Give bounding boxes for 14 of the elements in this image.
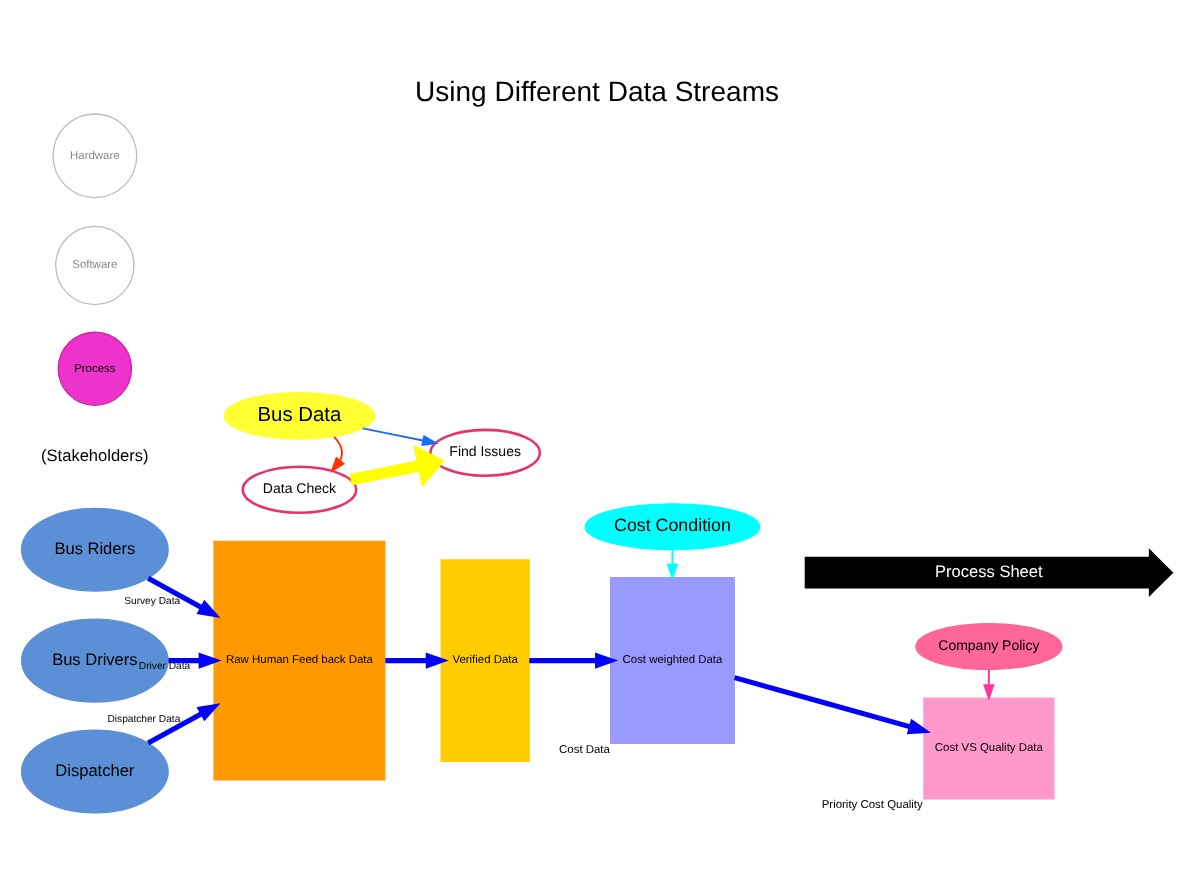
arrow (146, 576, 221, 618)
arrow (385, 652, 449, 669)
diagram-title: Using Different Data Streams (414, 74, 780, 107)
arrow (349, 444, 445, 488)
arrow (983, 668, 995, 701)
arrow (330, 435, 346, 473)
arrow (146, 703, 221, 746)
node-ellipse: Cost Condition (584, 503, 761, 551)
arrow (733, 675, 932, 735)
node-ellipse: Bus Data (223, 391, 376, 440)
arrow (361, 427, 439, 447)
arrow (529, 652, 619, 669)
arrow (168, 652, 222, 669)
arrow (666, 548, 679, 581)
